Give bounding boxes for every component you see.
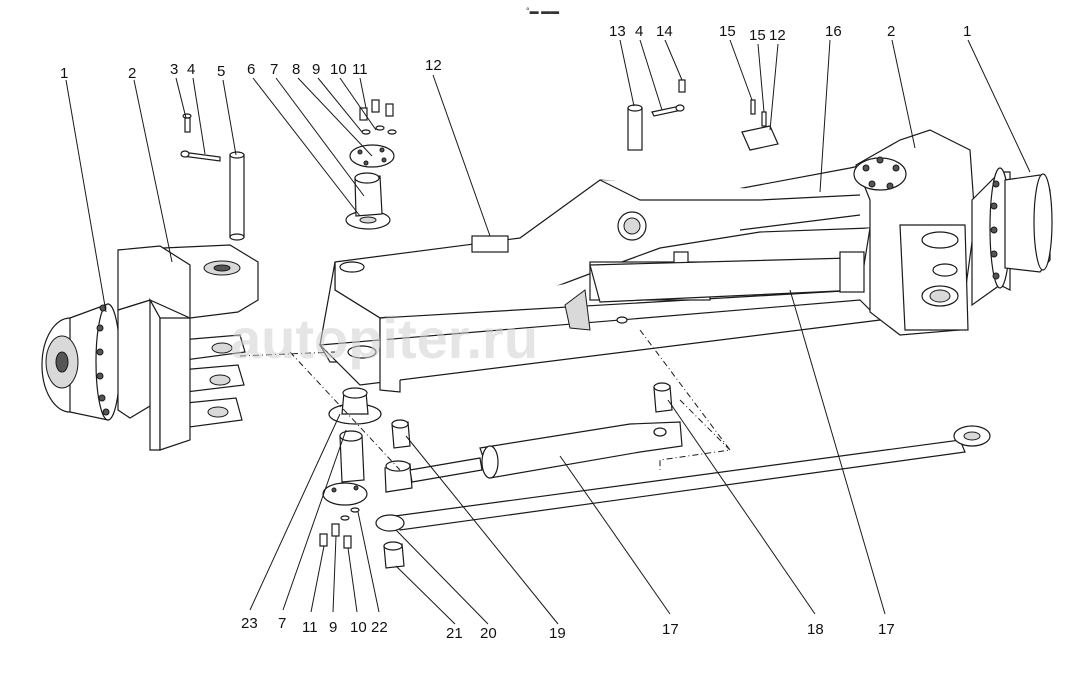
callout-top-1: 1: [60, 65, 68, 82]
callout-top-1b: 1: [963, 23, 971, 40]
callout-bottom-9: 9: [329, 619, 337, 636]
callout-bottom-18: 18: [807, 621, 824, 638]
callout-top-9: 9: [312, 61, 320, 78]
callout-bottom-7: 7: [278, 615, 286, 632]
callout-bottom-20: 20: [480, 625, 497, 642]
center-line-right: [639, 329, 731, 470]
callout-top-2b: 2: [887, 23, 895, 40]
bushing-cap-stack-top: [345, 99, 397, 230]
steering-cylinder-lower: [384, 382, 683, 493]
callout-top-5: 5: [217, 63, 225, 80]
tie-rod: [375, 425, 991, 569]
header-mark: °▬ ▬▬: [526, 6, 559, 16]
callout-top-6: 6: [247, 61, 255, 78]
callout-top-10: 10: [330, 61, 347, 78]
callout-top-14: 14: [656, 23, 673, 40]
callout-top-7: 7: [270, 61, 278, 78]
callout-top-3: 3: [170, 61, 178, 78]
right-steering-knuckle: [853, 129, 976, 336]
callout-top-13: 13: [609, 23, 626, 40]
callout-top-11: 11: [352, 61, 368, 78]
callout-top-16: 16: [825, 23, 842, 40]
callout-top-12b: 12: [769, 27, 786, 44]
left-steering-knuckle: [117, 244, 259, 451]
steering-cylinder-upper: [589, 251, 865, 303]
callout-top-4: 4: [187, 61, 195, 78]
leader-lines: [65, 39, 1031, 625]
center-line-left: [239, 351, 401, 471]
callout-top-4b: 4: [635, 23, 643, 40]
left-wheel-hub: [41, 299, 161, 421]
callout-bottom-23: 23: [241, 615, 258, 632]
callout-bottom-21: 21: [446, 625, 463, 642]
callout-top-2: 2: [128, 65, 136, 82]
callout-top-15b: 15: [749, 27, 766, 44]
callout-top-8: 8: [292, 61, 300, 78]
pin-and-bolts-right: [627, 79, 779, 151]
callout-bottom-17a: 17: [662, 621, 679, 638]
callout-bottom-17b: 17: [878, 621, 895, 638]
callout-top-12: 12: [425, 57, 442, 74]
lower-bushing-stack: [319, 387, 382, 549]
callout-bottom-10: 10: [350, 619, 367, 636]
watermark: autopiter.ru: [230, 307, 538, 370]
right-wheel-hub: [971, 167, 1053, 307]
callout-bottom-22: 22: [371, 619, 388, 636]
callout-bottom-19: 19: [549, 625, 566, 642]
kingpin-set-left: [180, 113, 245, 241]
callouts-bottom: 23 7 11 9 10 22 21 20 19 17 18 17: [241, 615, 895, 642]
callouts-top: 1 2 3 4 5 6 7 8 9 10 11 12 13 4 14 15 15…: [60, 23, 971, 82]
callout-top-15a: 15: [719, 23, 736, 40]
callout-bottom-11: 11: [302, 619, 318, 636]
